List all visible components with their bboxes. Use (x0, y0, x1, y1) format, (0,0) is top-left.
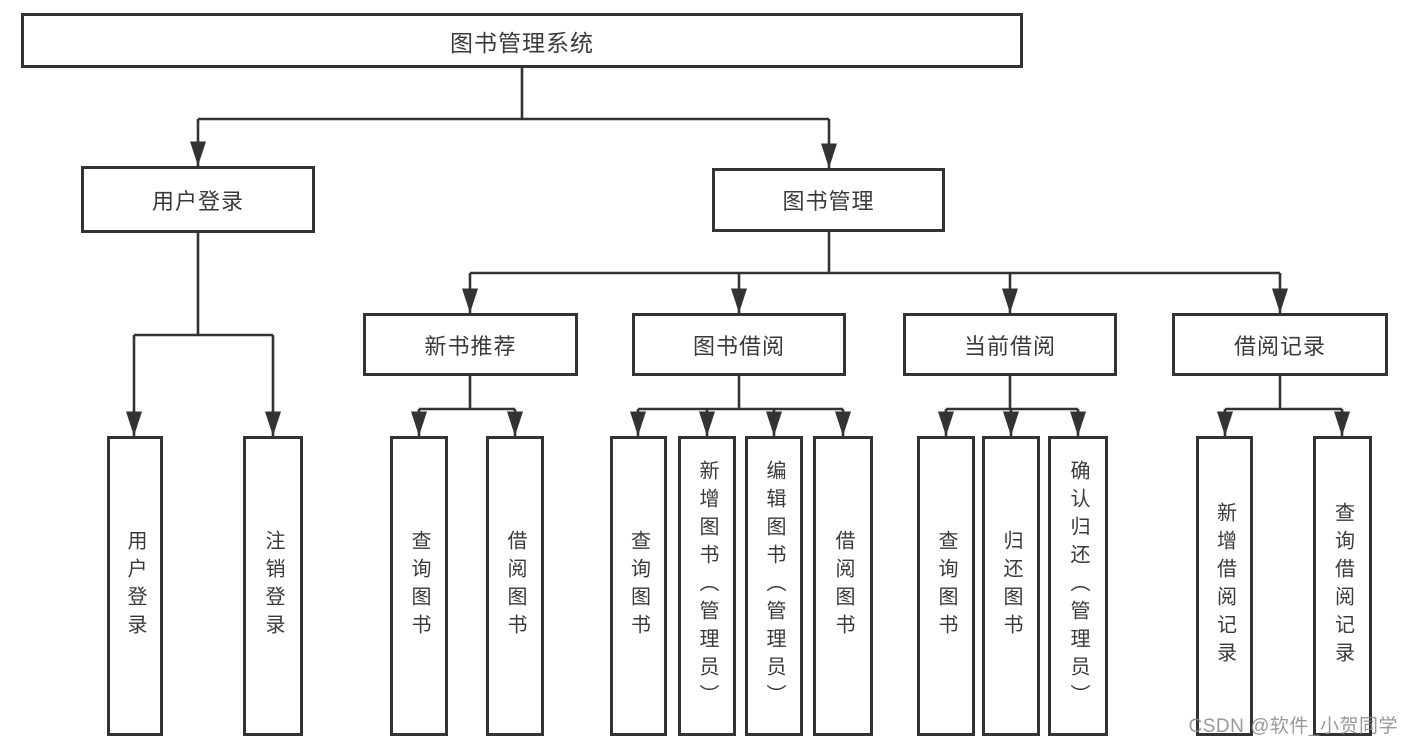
node-book-management: 图书管理 (712, 168, 945, 232)
node-root: 图书管理系统 (21, 13, 1023, 68)
leaf-confirm-return-admin: 确认归还（管理员） (1048, 436, 1108, 736)
watermark: CSDN @软件_小贺同学 (1188, 716, 1398, 737)
leaf-query-book-recommend: 查询图书 (390, 436, 448, 736)
leaf-add-book-admin: 新增图书（管理员） (678, 436, 736, 736)
leaf-query-borrow-record: 查询借阅记录 (1313, 436, 1372, 736)
node-borrow-record: 借阅记录 (1172, 313, 1388, 376)
leaf-logout: 注销登录 (243, 436, 303, 736)
leaf-user-login: 用户登录 (107, 436, 163, 736)
node-book-borrow: 图书借阅 (632, 313, 846, 376)
leaf-add-borrow-record: 新增借阅记录 (1196, 436, 1253, 736)
node-user-login: 用户登录 (81, 166, 315, 233)
node-current-borrow: 当前借阅 (903, 313, 1117, 376)
leaf-query-book-borrow: 查询图书 (610, 436, 667, 736)
leaf-edit-book-admin: 编辑图书（管理员） (745, 436, 803, 736)
leaf-return-book: 归还图书 (982, 436, 1040, 736)
leaf-borrow-book-recommend: 借阅图书 (486, 436, 544, 736)
node-new-book-recommend: 新书推荐 (363, 313, 578, 376)
connector-skeleton (134, 68, 1342, 411)
leaf-borrow-book: 借阅图书 (813, 436, 873, 736)
leaf-query-book-current: 查询图书 (917, 436, 975, 736)
